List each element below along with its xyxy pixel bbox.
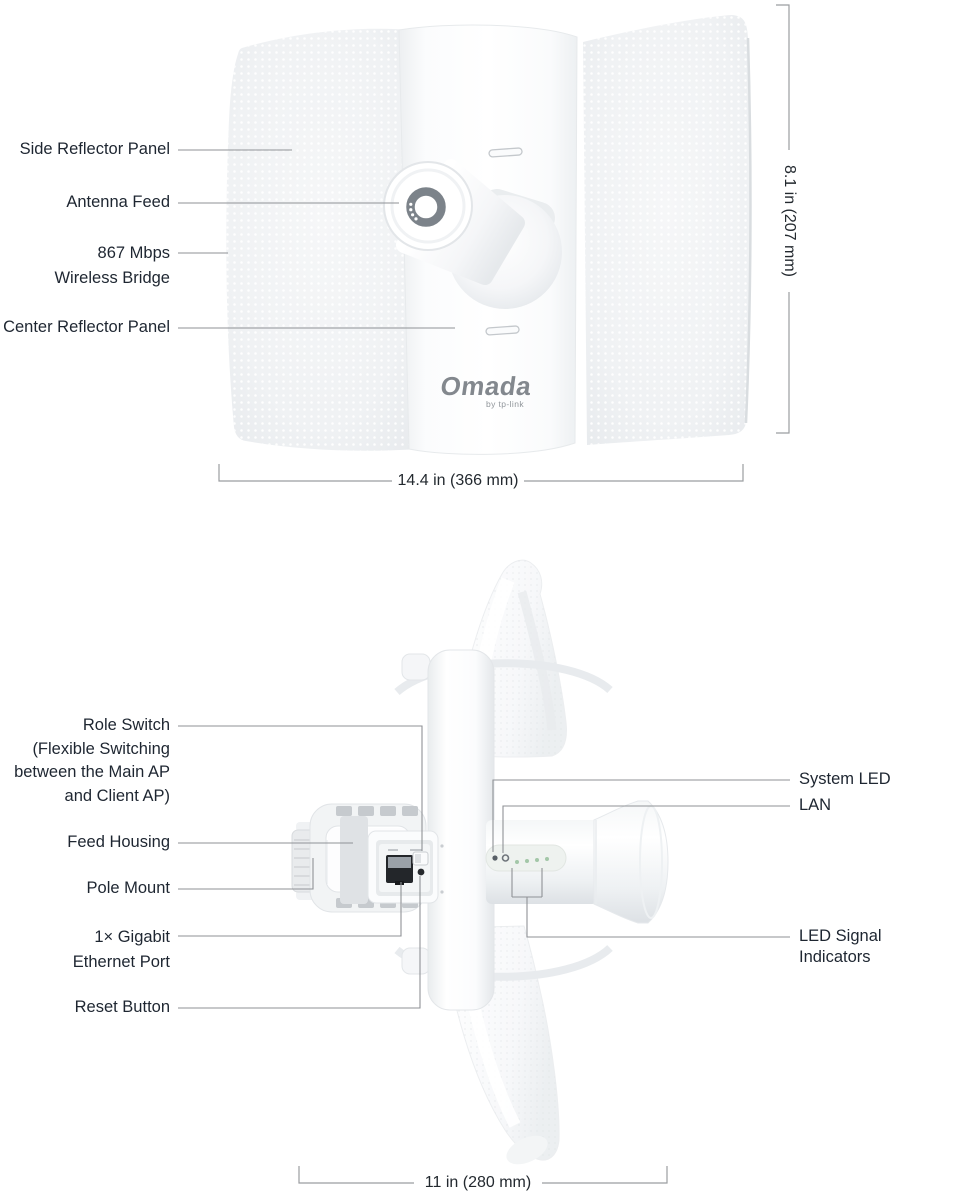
leader-lan [502, 805, 790, 853]
role-switch-line1: Role Switch [82, 716, 170, 734]
height-dimension-bracket [776, 4, 790, 434]
front-dimension-lines [218, 4, 790, 482]
role-switch-label: Role Switch (Flexible Switching between … [0, 714, 170, 808]
omada-logo: Omada by tp-link [438, 371, 534, 409]
rear-leader-lines [178, 725, 790, 1009]
antenna-feed [383, 159, 562, 309]
antenna-feed-label: Antenna Feed [66, 193, 170, 211]
front-width-dimension-text: 14.4 in (366 mm) [397, 472, 519, 489]
port-housing [367, 830, 444, 904]
role-switch-line3: between the Main AP [14, 763, 170, 781]
led-strip [485, 844, 567, 872]
side-reflector-panel-right [583, 15, 752, 445]
center-reflector-label: Center Reflector Panel [3, 318, 170, 336]
side-reflector-label: Side Reflector Panel [19, 140, 170, 158]
role-switch-line4: and Client AP) [64, 786, 170, 805]
feed-housing-cylinder [486, 800, 669, 924]
wireless-bridge-line1: 867 Mbps [97, 244, 170, 262]
system-led-label: System LED [799, 770, 891, 788]
omada-logo-text: Omada [438, 371, 534, 401]
pole-mount-label: Pole Mount [86, 879, 170, 897]
wireless-bridge-line2: Wireless Bridge [54, 268, 170, 287]
ethernet-port [386, 855, 413, 885]
rear-width-dimension-text: 11 in (280 mm) [424, 1174, 532, 1191]
side-reflector-panel-left [226, 28, 417, 451]
role-switch-line2: (Flexible Switching [32, 739, 170, 758]
role-switch [412, 851, 429, 866]
leader-pole-mount [178, 858, 314, 890]
width-dimension-bracket [218, 464, 744, 482]
feed-ring-logo [406, 187, 446, 227]
signal-leds [515, 857, 549, 864]
system-led [492, 855, 498, 861]
front-view-illustration [178, 4, 790, 482]
leader-led-signal-indicators [511, 868, 790, 938]
spine-clip-top [401, 653, 431, 681]
height-dimension-text: 8.1 in (207 mm) [781, 164, 798, 278]
leader-reset-button [178, 876, 421, 1009]
ethernet-port-label: 1× Gigabit Ethernet Port [0, 925, 170, 974]
spine-clip-bottom [401, 947, 431, 975]
led-signal-indicators-label: LED Signal Indicators [799, 927, 882, 966]
panel-slot-top [488, 147, 523, 158]
leader-role-switch [178, 725, 423, 851]
wireless-bridge-label: 867 Mbps Wireless Bridge [0, 241, 170, 290]
leader-system-led [492, 779, 790, 852]
center-spine [427, 649, 495, 1011]
ethernet-port-line1: 1× Gigabit [94, 928, 170, 946]
feed-housing-panel [340, 816, 368, 904]
leader-ethernet-port [178, 882, 402, 937]
reset-button [417, 868, 425, 876]
panel-slot-bottom [485, 325, 520, 336]
tplink-byline: by tp-link [485, 399, 524, 409]
rear-width-dimension-bracket [298, 1166, 668, 1184]
reset-button-label: Reset Button [74, 998, 170, 1016]
front-leader-lines [178, 149, 455, 329]
rear-view-illustration [178, 559, 790, 1184]
feed-housing-label: Feed Housing [67, 833, 170, 851]
ethernet-port-line2: Ethernet Port [72, 952, 170, 971]
lan-led [501, 854, 510, 862]
lan-label: LAN [799, 796, 832, 814]
